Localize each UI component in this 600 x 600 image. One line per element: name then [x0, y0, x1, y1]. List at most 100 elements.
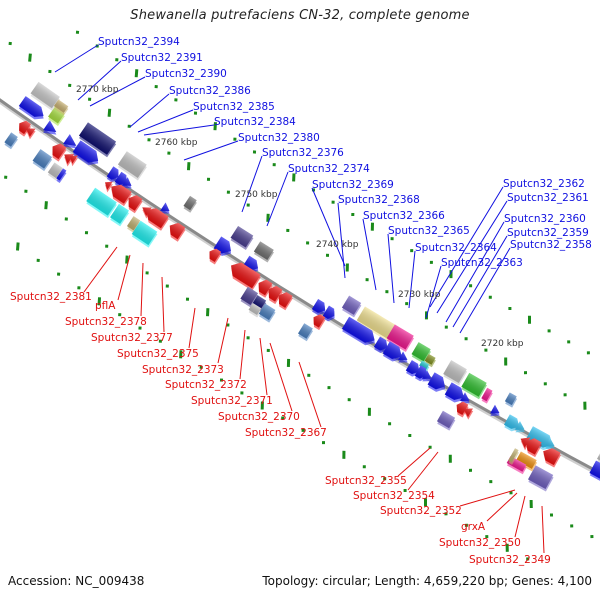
leader-line — [161, 276, 165, 333]
tick-mark — [390, 237, 394, 241]
feature-shade — [268, 285, 283, 302]
gene-label[interactable]: Sputcn32_2375 — [117, 348, 199, 360]
tick-mark — [547, 329, 551, 333]
gene-label[interactable]: Sputcn32_2352 — [380, 505, 462, 517]
gene-feature-box — [504, 392, 518, 408]
gene-feature-box — [411, 342, 431, 364]
forward-cds-arrow — [322, 305, 335, 322]
feature-shade — [253, 241, 274, 261]
reverse-cds-arrow — [463, 408, 474, 420]
tick-mark — [15, 242, 20, 251]
tick-mark — [8, 41, 12, 46]
gene-label[interactable]: Sputcn32_2390 — [145, 68, 227, 80]
gene-feature-box — [4, 132, 18, 150]
leader-line — [445, 221, 505, 323]
gene-label[interactable]: Sputcn32_2372 — [165, 379, 247, 391]
tick-mark — [167, 151, 171, 155]
tick-mark — [68, 83, 72, 88]
gene-label[interactable]: Sputcn32_2360 — [504, 213, 586, 225]
reverse-cds-arrow — [26, 128, 36, 140]
gene-feature-box — [131, 220, 158, 248]
gene-label[interactable]: Sputcn32_2364 — [415, 242, 497, 254]
gene-feature-box — [126, 216, 141, 234]
gene-label[interactable]: Sputcn32_2366 — [363, 210, 445, 222]
feature-shade — [398, 351, 408, 361]
reverse-cds-arrow — [105, 181, 113, 193]
tick-mark — [321, 441, 326, 445]
gene-label[interactable]: Sputcn32_2374 — [288, 163, 370, 175]
gene-label[interactable]: Sputcn32_2349 — [469, 554, 551, 566]
gene-label[interactable]: Sputcn32_2377 — [91, 332, 173, 344]
gene-feature-box — [253, 241, 274, 263]
tick-mark — [505, 543, 509, 552]
feature-shade — [444, 382, 464, 400]
gene-label[interactable]: Sputcn32_2350 — [439, 537, 521, 549]
tick-mark — [56, 272, 61, 276]
gene-label[interactable]: Sputcn32_2358 — [510, 239, 592, 251]
feature-shade — [122, 177, 132, 186]
reverse-cds-arrow — [209, 248, 222, 265]
gene-label[interactable]: Sputcn32_2355 — [325, 475, 407, 487]
gene-label[interactable]: Sputcn32_2365 — [388, 225, 470, 237]
gene-label[interactable]: Sputcn32_2378 — [65, 316, 147, 328]
tick-mark — [233, 137, 237, 141]
gene-label[interactable]: Sputcn32_2369 — [312, 179, 394, 191]
leader-line — [486, 492, 518, 522]
reverse-cds-arrow — [525, 438, 542, 458]
tick-mark — [488, 295, 492, 299]
gene-label[interactable]: Sputcn32_2361 — [507, 192, 589, 204]
scale-label-2750: 2750 kbp — [235, 190, 278, 200]
feature-shade — [86, 187, 117, 216]
forward-cds-arrow — [460, 392, 470, 404]
forward-cds-arrow — [422, 370, 432, 382]
gene-label[interactable]: Sputcn32_2362 — [503, 178, 585, 190]
feature-shade — [382, 341, 402, 360]
gene-label[interactable]: Sputcn32_2359 — [507, 227, 589, 239]
tick-mark — [370, 222, 375, 231]
gene-label[interactable]: pflA — [95, 300, 116, 312]
tick-mark — [179, 350, 183, 359]
gene-label[interactable]: Sputcn32_2386 — [169, 85, 251, 97]
gene-label[interactable]: Sputcn32_2376 — [262, 147, 344, 159]
tick-mark — [127, 124, 131, 128]
tick-mark — [105, 244, 109, 248]
gene-feature-box — [516, 451, 538, 472]
tick-mark — [185, 297, 190, 301]
gene-label[interactable]: Sputcn32_2384 — [214, 116, 296, 128]
leader-line — [459, 489, 516, 507]
gene-label[interactable]: Sputcn32_2373 — [142, 364, 224, 376]
gene-label[interactable]: Sputcn32_2354 — [353, 490, 435, 502]
gene-label[interactable]: Sputcn32_2370 — [218, 411, 300, 423]
leader-line — [266, 171, 289, 227]
gene-label[interactable]: Sputcn32_2391 — [121, 52, 203, 64]
feature-shade — [414, 365, 427, 379]
tick-mark — [174, 98, 178, 102]
reverse-cds-arrow — [70, 155, 79, 167]
tick-mark — [97, 297, 102, 306]
feature-shade — [126, 216, 141, 231]
gene-label[interactable]: Sputcn32_2367 — [245, 427, 327, 439]
gene-label[interactable]: Sputcn32_2381 — [10, 291, 92, 303]
gene-feature-box — [386, 324, 415, 352]
gene-label[interactable]: Sputcn32_2385 — [193, 101, 275, 113]
tick-mark — [138, 326, 142, 330]
tick-mark — [325, 253, 330, 257]
gene-label[interactable]: Sputcn32_2363 — [441, 257, 523, 269]
tick-mark — [226, 190, 230, 194]
feature-shade — [30, 81, 60, 109]
gene-label[interactable]: Sputcn32_2368 — [338, 194, 420, 206]
leader-line — [514, 495, 526, 538]
leader-line — [241, 155, 263, 213]
feature-shade — [311, 298, 326, 313]
tick-mark — [219, 378, 224, 382]
gene-feature-box — [297, 323, 314, 342]
gene-label[interactable]: Sputcn32_2394 — [98, 36, 180, 48]
forward-cds-arrow — [43, 120, 57, 135]
tick-mark — [408, 433, 412, 438]
feature-shade — [78, 122, 117, 155]
feature-shade — [213, 236, 231, 254]
gene-label[interactable]: Sputcn32_2371 — [191, 395, 273, 407]
gene-label[interactable]: Sputcn32_2380 — [238, 132, 320, 144]
gene-label[interactable]: grxA — [461, 521, 486, 533]
